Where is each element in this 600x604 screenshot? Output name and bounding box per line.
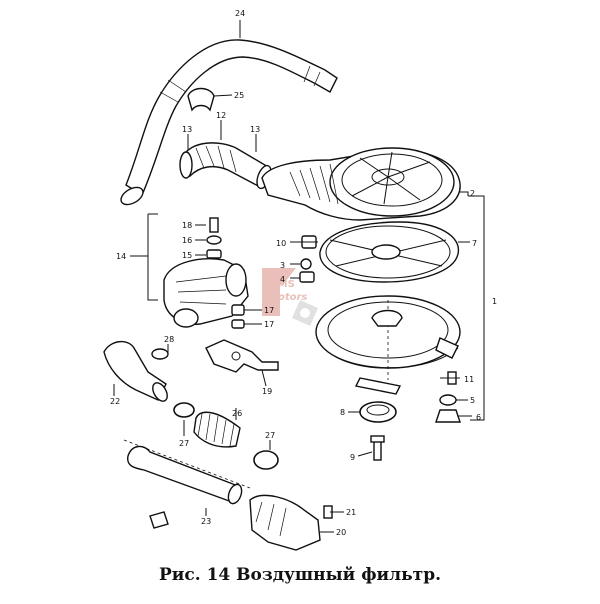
callout-12: 12 [216,111,226,120]
figure-caption: Рис. 14 Воздушный фильтр. [158,565,441,585]
small-parts-center [299,235,317,283]
throttle-assembly [147,213,249,329]
clip-part [149,511,169,529]
upper-case [261,147,461,221]
bellows-hose [173,402,279,470]
callout-20: 20 [336,528,346,537]
callout-21: 21 [346,508,356,517]
callout-14: 14 [116,252,126,261]
callout-4: 4 [280,275,285,284]
bracket-19 [205,339,279,373]
callout-19: 19 [262,387,272,396]
callout-17-upper: 17 [264,306,274,315]
callout-28: 28 [164,335,174,344]
clamp-25 [187,87,215,112]
callout-6: 6 [476,413,481,422]
callout-15: 15 [182,251,192,260]
callout-17-lower: 17 [264,320,274,329]
callout-22: 22 [110,397,120,406]
watermark-logo: BMS Motors [262,268,318,326]
callout-27-right: 27 [265,431,275,440]
intake-duct [179,142,272,190]
callout-27-left: 27 [179,439,189,448]
callout-labels: 1 2 3 4 5 6 7 8 9 10 11 12 13 13 14 15 1… [110,9,497,537]
callout-16: 16 [182,236,192,245]
callout-3: 3 [280,261,285,270]
callout-10: 10 [276,239,286,248]
elbow-hose [103,341,169,402]
snorkel [249,494,333,551]
filter-element [319,221,460,283]
callout-23: 23 [201,517,211,526]
callout-18: 18 [182,221,192,230]
callout-13-left: 13 [182,125,192,134]
watermark-line2: Motors [268,292,307,303]
small-parts-right [435,371,461,423]
leader-lines [113,20,485,533]
callout-1: 1 [492,297,497,306]
callout-26: 26 [232,409,242,418]
long-tube [123,439,251,505]
callout-25: 25 [234,91,244,100]
callout-24: 24 [235,9,245,18]
lower-case [315,295,461,395]
callout-2: 2 [470,189,475,198]
drain-bolt [370,435,385,461]
callout-8: 8 [340,408,345,417]
callout-13-right: 13 [250,125,260,134]
callout-7: 7 [472,239,477,248]
callout-11: 11 [464,375,474,384]
seal-ring [359,401,397,423]
callout-9: 9 [350,453,355,462]
watermark-line1: BMS [270,279,295,290]
callout-5: 5 [470,396,475,405]
top-hose [120,39,338,206]
